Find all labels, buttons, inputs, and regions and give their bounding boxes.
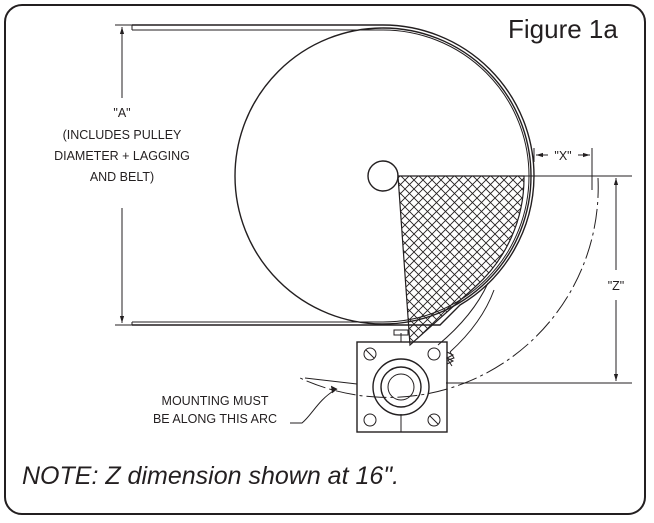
dimension-a: "A" (INCLUDES PULLEY DIAMETER + LAGGING …: [54, 24, 190, 326]
label-arc-line1: MOUNTING MUST: [162, 394, 269, 408]
figure-frame: [4, 4, 646, 515]
dimension-z: "Z": [398, 175, 632, 384]
label-dim-a-line1: (INCLUDES PULLEY: [63, 128, 182, 142]
label-dim-x: "X": [554, 149, 571, 163]
mounting-arc: [299, 177, 599, 398]
bearing-block: [356, 329, 455, 433]
label-dim-a-line3: AND BELT): [90, 170, 154, 184]
label-arc-line2: BE ALONG THIS ARC: [153, 412, 277, 426]
hatched-sector: [397, 175, 525, 347]
pulley-hub: [367, 160, 399, 192]
arc-callout: MOUNTING MUST BE ALONG THIS ARC: [153, 385, 338, 426]
label-dim-a: "A": [113, 106, 130, 120]
figure-title: Figure 1a: [508, 14, 618, 44]
figure-note: NOTE: Z dimension shown at 16".: [22, 462, 400, 490]
label-dim-z: "Z": [608, 279, 625, 293]
dimension-x: "X": [533, 148, 593, 190]
arc-segment-left: [304, 377, 358, 385]
label-dim-a-line2: DIAMETER + LAGGING: [54, 149, 190, 163]
